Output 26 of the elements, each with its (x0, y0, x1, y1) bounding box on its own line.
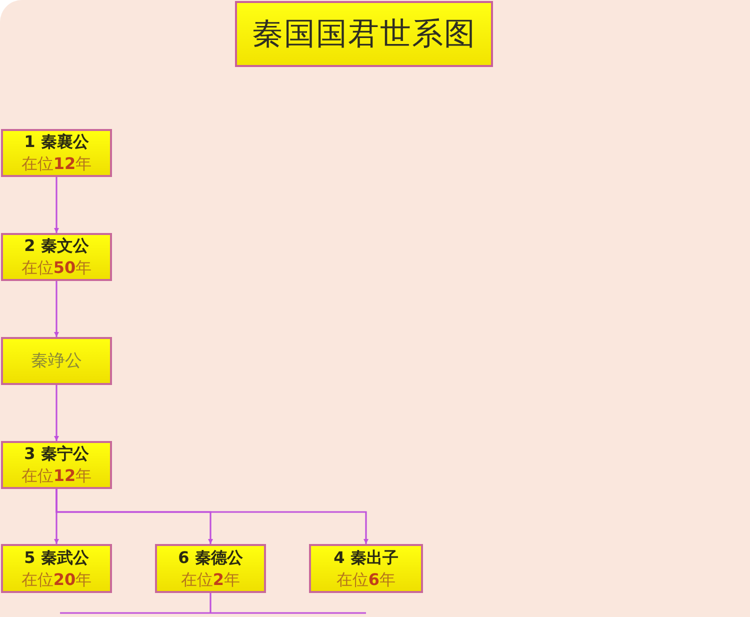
reign-length: 在位20年 (21, 568, 92, 590)
reign-length: 在位50年 (21, 257, 92, 279)
connector-arrow (54, 177, 59, 233)
reign-length: 在位12年 (21, 465, 92, 487)
ruler-box (1, 337, 112, 385)
ruler-name: 6 秦德公 (178, 546, 243, 568)
connector-line (59, 592, 367, 614)
ruler-name: 5 秦武公 (24, 546, 89, 568)
connector-arrow (54, 281, 59, 337)
ruler-box (155, 544, 266, 593)
ruler-name: 1 秦襄公 (24, 131, 89, 153)
connector-arrow (56, 489, 368, 544)
ruler-box (1, 129, 112, 177)
connector-arrow (54, 385, 59, 441)
title-banner: 秦国国君世系图 (235, 1, 493, 67)
reign-length: 在位2年 (180, 568, 240, 590)
reign-length: 在位6年 (336, 568, 396, 590)
ruler-box (1, 233, 112, 281)
reign-length: 在位12年 (21, 153, 92, 175)
ruler-name: 4 秦出子 (334, 546, 398, 568)
ruler-name: 秦竫公 (31, 350, 82, 372)
ruler-box (309, 544, 423, 593)
ruler-box (1, 544, 112, 593)
ruler-box (1, 441, 112, 489)
ruler-name: 3 秦宁公 (24, 443, 89, 465)
ruler-name: 2 秦文公 (24, 235, 89, 257)
